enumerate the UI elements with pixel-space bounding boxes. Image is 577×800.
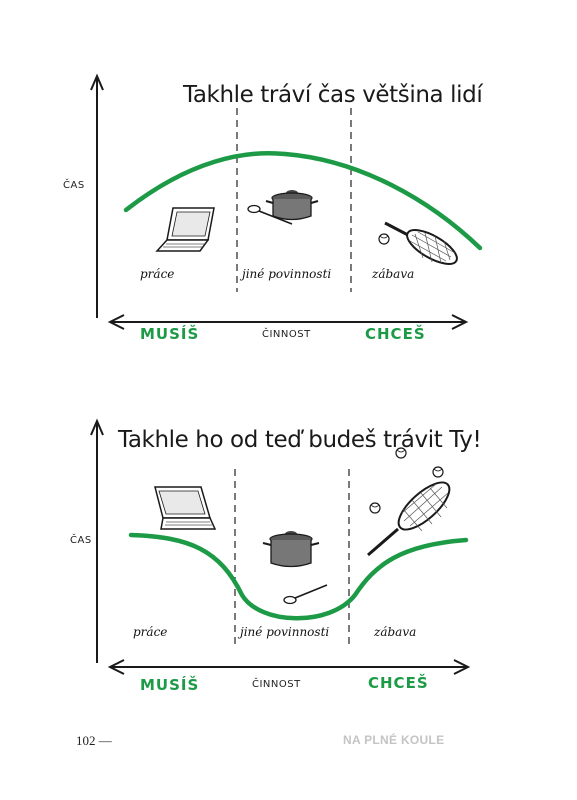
diagram-drawing [90, 418, 471, 675]
tennis-racket-icon [367, 481, 451, 557]
tennis-racket-icon [384, 221, 458, 265]
tennis-ball-icon [378, 233, 390, 245]
tennis-ball-icon [369, 447, 444, 514]
spoon-icon [283, 584, 328, 605]
pot-icon [265, 190, 319, 221]
diagram-title: Takhle tráví čas většina lidí [183, 82, 483, 108]
book-title: NA PLNÉ KOULE [343, 733, 445, 747]
x-label-must: MUSÍŠ [140, 325, 200, 343]
x-axis-label: ČINNOST [252, 679, 301, 690]
y-axis [90, 73, 104, 318]
laptop-icon [154, 486, 217, 530]
diagram-recommended: Takhle ho od teď budeš trávit Ty! ČAS pr… [0, 405, 577, 745]
category-other-duties: jiné povinnosti [242, 267, 332, 281]
y-axis [90, 418, 104, 663]
pot-icon [262, 531, 320, 568]
y-axis-label: ČAS [70, 535, 92, 546]
laptop-icon [155, 207, 215, 252]
x-axis-label: ČINNOST [262, 329, 311, 340]
diagram-title: Takhle ho od teď budeš trávit Ty! [118, 427, 482, 453]
page-number: 102 — [76, 733, 112, 748]
category-fun: zábava [372, 267, 415, 281]
time-curve [128, 532, 469, 621]
time-curve [123, 150, 483, 251]
category-work: práce [140, 267, 175, 281]
x-axis-arrow [107, 659, 471, 675]
x-axis-arrow [107, 314, 469, 330]
diagram-drawing [90, 73, 483, 330]
category-fun: zábava [374, 625, 417, 639]
category-other-duties: jiné povinnosti [240, 625, 330, 639]
spoon-icon [247, 204, 293, 225]
x-label-want: CHCEŠ [365, 325, 426, 343]
category-work: práce [133, 625, 168, 639]
y-axis-label: ČAS [63, 180, 85, 191]
x-label-must: MUSÍŠ [140, 676, 200, 694]
diagram-majority: Takhle tráví čas většina lidí ČAS práce … [0, 60, 577, 400]
x-label-want: CHCEŠ [368, 674, 429, 692]
